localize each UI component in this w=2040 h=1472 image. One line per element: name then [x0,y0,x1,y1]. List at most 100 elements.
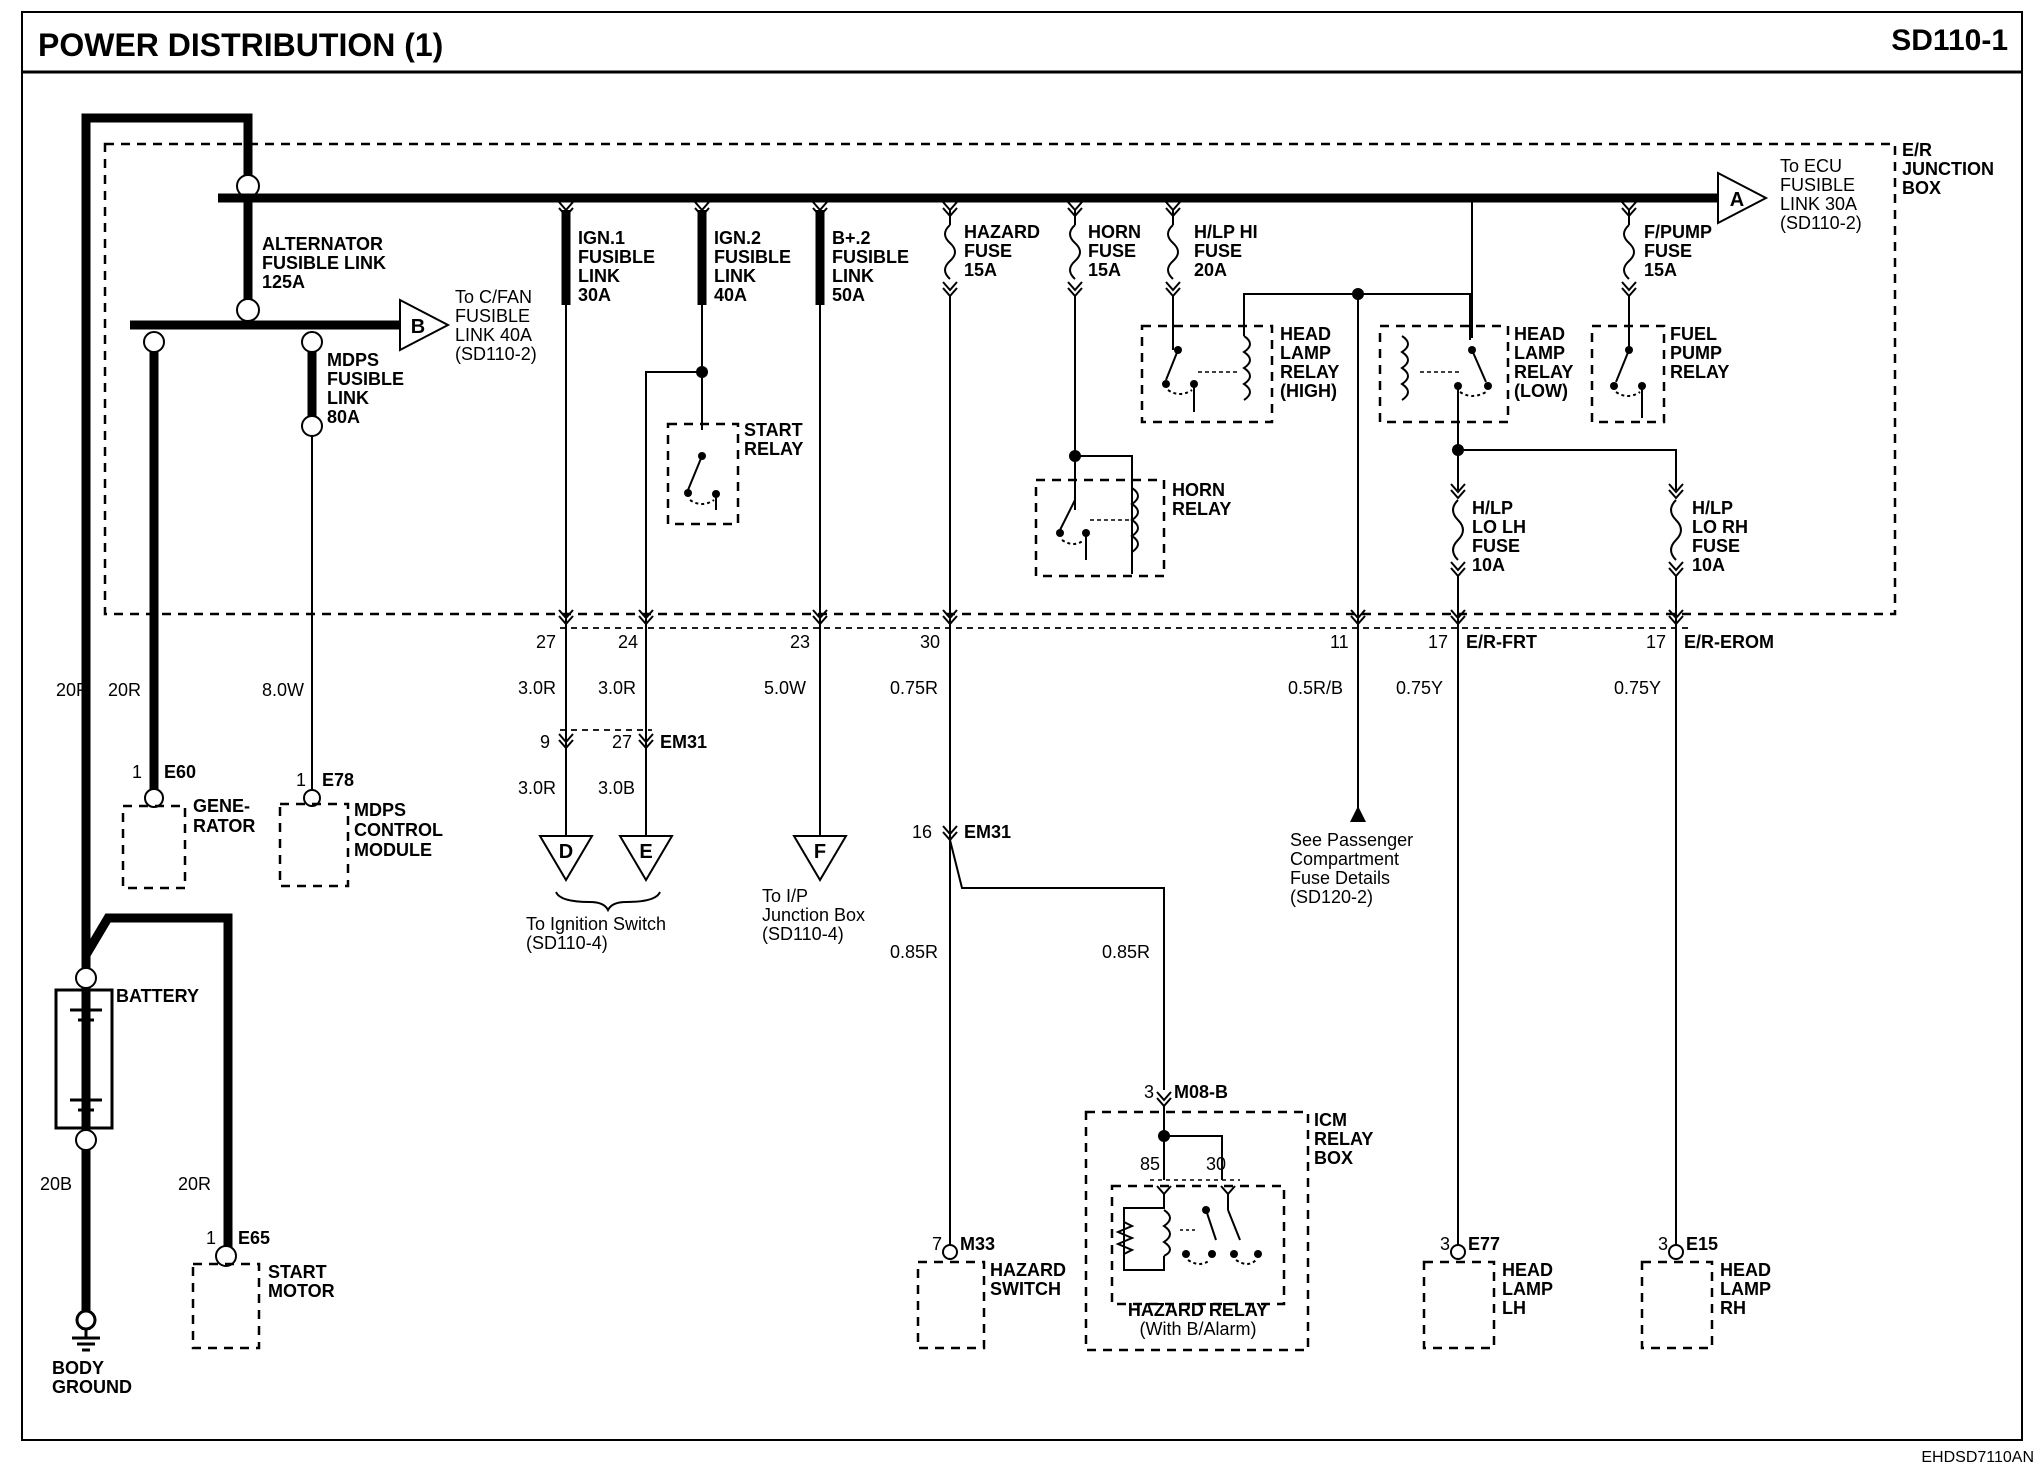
svg-text:H/LP HI: H/LP HI [1194,222,1258,242]
svg-text:HEAD: HEAD [1514,324,1565,344]
pin-27-em31: 27 [612,732,632,752]
hazard-fuse-top-connector [942,201,958,218]
e65-terminal [215,1245,237,1267]
hlp-lo-rh-bottom-connector [1668,561,1684,578]
start-motor-box [191,1262,261,1350]
pin-16: 16 [912,822,932,842]
svg-text:15A: 15A [1644,260,1677,280]
pin-85: 85 [1140,1154,1160,1174]
svg-text:H/LP: H/LP [1692,498,1733,518]
ign2-label: IGN.2 FUSIBLE LINK 40A [714,228,791,305]
e15-pin: 3 [1658,1234,1668,1254]
pin-3-m08b: 3 [1144,1082,1154,1102]
svg-text:LAMP: LAMP [1514,343,1565,363]
svg-text:(SD110-4): (SD110-4) [526,933,608,953]
hlp-lo-lh-top-connector [1450,483,1466,500]
hazard-switch-box [916,1260,986,1350]
head-lamp-relay-high-box [1140,324,1274,424]
svg-text:To Ignition Switch: To Ignition Switch [526,914,666,934]
svg-text:F/PUMP: F/PUMP [1644,222,1712,242]
em31-connector-a: EM31 [660,732,707,752]
fpump-fuse-bottom-connector [1621,281,1637,298]
hazard-switch-label: HAZARD SWITCH [990,1260,1066,1299]
ign1-label: IGN.1 FUSIBLE LINK 30A [578,228,655,305]
generator-label: GENE- RATOR [193,796,255,836]
connector-e-letter: E [639,841,652,863]
alternator-fusible-link-label: ALTERNATOR FUSIBLE LINK 125A [262,234,386,292]
em31-connector-b: EM31 [964,822,1011,842]
wire-3r-d: 3.0R [518,778,556,798]
svg-text:LINK: LINK [327,388,369,408]
svg-text:LINK 30A: LINK 30A [1780,194,1857,214]
svg-text:Fuse Details: Fuse Details [1290,868,1390,888]
svg-text:GENE-: GENE- [193,796,250,816]
svg-text:RATOR: RATOR [193,816,255,836]
e60-pin: 1 [132,762,142,782]
e77-connector: E77 [1468,1234,1500,1254]
e77-pin: 3 [1440,1234,1450,1254]
svg-text:RELAY: RELAY [744,439,803,459]
er-erom-connector: E/R-EROM [1684,632,1774,652]
pin-24: 24 [618,632,638,652]
hlp-lo-rh-branch [1458,449,1677,490]
connector-a-triangle [1717,171,1769,225]
icm-relay-box-label: ICM RELAY BOX [1314,1110,1373,1168]
b2-top-connector [812,201,828,218]
wire-075r: 0.75R [890,678,938,698]
hlp-lo-lh-label: H/LP LO LH FUSE 10A [1472,498,1526,575]
ip-box-note: To I/P Junction Box (SD110-4) [762,886,865,944]
svg-text:15A: 15A [1088,260,1121,280]
m33-terminal [942,1244,958,1260]
horn-relay-switch [1056,487,1139,560]
svg-text:30A: 30A [578,285,611,305]
svg-text:Compartment: Compartment [1290,849,1399,869]
connector-b-triangle [399,298,451,352]
body-ground-label: BODY GROUND [52,1358,132,1397]
ignition-note: To Ignition Switch (SD110-4) [526,914,666,953]
mdps-module-label: MDPS CONTROL MODULE [354,800,443,860]
ign1-top-connector [558,201,574,218]
svg-text:FUSE: FUSE [1472,536,1520,556]
hazard-to-icm-wire [949,839,1165,1090]
pin-17-frt: 17 [1428,632,1448,652]
svg-text:To ECU: To ECU [1780,156,1842,176]
head-lamp-lh-box [1422,1260,1496,1350]
e15-connector: E15 [1686,1234,1718,1254]
svg-text:Junction Box: Junction Box [762,905,865,925]
hazard-fuse-bottom-connector [942,281,958,298]
connector-f-triangle [792,835,848,882]
m33-pin: 7 [932,1234,942,1254]
svg-text:FUSIBLE: FUSIBLE [714,247,791,267]
b2-label: B+.2 FUSIBLE LINK 50A [832,228,909,305]
m08b-connector: M08-B [1174,1082,1228,1102]
wire-3r-ign1: 3.0R [518,678,556,698]
horn-relay-box [1034,478,1166,578]
pin-30-relay: 30 [1206,1154,1226,1174]
ignition-brace [555,891,661,913]
wire-20r-main: 20R [56,680,89,700]
svg-text:ICM: ICM [1314,1110,1347,1130]
svg-text:HORN: HORN [1172,480,1225,500]
svg-text:HEAD: HEAD [1720,1260,1771,1280]
svg-text:FUSE: FUSE [1644,241,1692,261]
svg-text:To C/FAN: To C/FAN [455,287,532,307]
svg-text:50A: 50A [832,285,865,305]
svg-text:IGN.1: IGN.1 [578,228,625,248]
svg-text:B+.2: B+.2 [832,228,871,248]
svg-text:HEAD: HEAD [1502,1260,1553,1280]
ign2-top-connector [694,201,710,218]
svg-text:LO LH: LO LH [1472,517,1526,537]
mdps-module-box [278,802,350,888]
svg-text:15A: 15A [964,260,997,280]
fuel-pump-relay-label: FUEL PUMP RELAY [1670,324,1729,382]
e60-terminal [144,788,164,808]
svg-text:FUSIBLE: FUSIBLE [327,369,404,389]
svg-text:10A: 10A [1692,555,1725,575]
svg-text:40A: 40A [714,285,747,305]
svg-text:E/R: E/R [1902,140,1932,160]
diagram-code: SD110-1 [1891,24,2008,57]
svg-text:FUSIBLE: FUSIBLE [1780,175,1855,195]
head-lamp-relay-low-label: HEAD LAMP RELAY (LOW) [1514,324,1573,401]
icm-relay-box [1084,1110,1310,1352]
page-title: POWER DISTRIBUTION (1) [38,27,443,63]
